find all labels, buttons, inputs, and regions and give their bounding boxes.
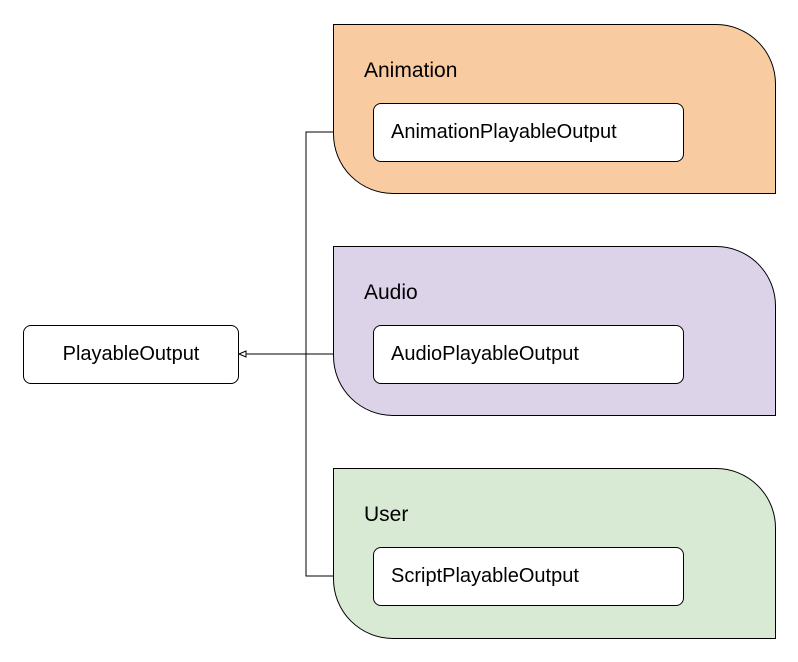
playable-output-node: PlayableOutput bbox=[23, 325, 239, 384]
animation-group-title: Animation bbox=[364, 59, 458, 82]
audio-playable-output-node: AudioPlayableOutput bbox=[373, 325, 684, 384]
animation-playable-output-label: AnimationPlayableOutput bbox=[391, 121, 617, 143]
animation-playable-output-node: AnimationPlayableOutput bbox=[373, 103, 684, 162]
script-playable-output-label: ScriptPlayableOutput bbox=[391, 565, 579, 587]
animation-group: Animation AnimationPlayableOutput bbox=[333, 24, 776, 194]
user-group: User ScriptPlayableOutput bbox=[333, 468, 776, 639]
audio-group-title: Audio bbox=[364, 281, 418, 304]
audio-playable-output-label: AudioPlayableOutput bbox=[391, 343, 579, 365]
script-playable-output-node: ScriptPlayableOutput bbox=[373, 547, 684, 606]
arrowhead bbox=[237, 350, 247, 358]
user-group-title: User bbox=[364, 503, 409, 526]
audio-group: Audio AudioPlayableOutput bbox=[333, 246, 776, 416]
playable-output-label: PlayableOutput bbox=[62, 343, 200, 365]
